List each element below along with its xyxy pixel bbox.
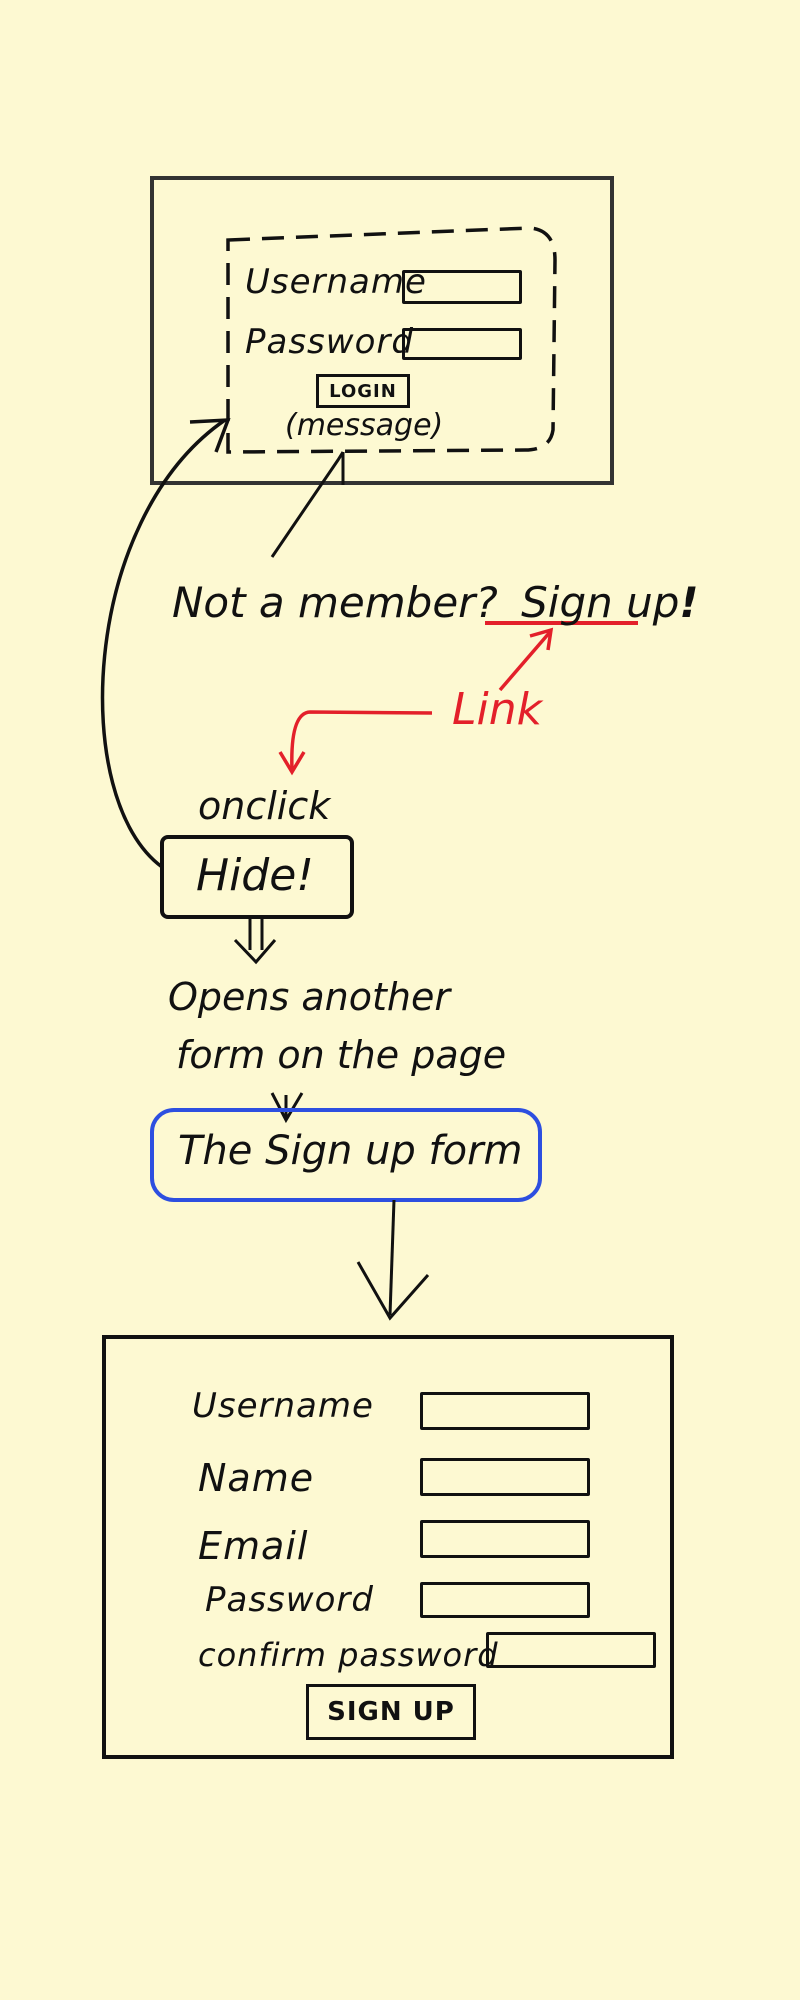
- signup-button[interactable]: SIGN UP: [306, 1684, 476, 1740]
- login-message: (message): [285, 408, 444, 443]
- opens-line-2: form on the page: [176, 1033, 507, 1077]
- login-username-label: Username: [245, 262, 427, 302]
- signup-form-highlight: [150, 1108, 542, 1202]
- signup-frame: [102, 1335, 674, 1759]
- signup-link[interactable]: Sign up: [521, 578, 680, 627]
- signup-confirm-field[interactable]: [486, 1632, 656, 1668]
- signup-confirm-label: confirm password: [198, 1636, 499, 1674]
- signup-password-field[interactable]: [420, 1582, 590, 1618]
- prompt-exclaim: !: [679, 578, 699, 627]
- down-arrow: [388, 1199, 396, 1316]
- link-annotation: Link: [452, 684, 543, 735]
- login-frame: [150, 176, 614, 485]
- link-arrow: [498, 630, 552, 692]
- signup-name-label: Name: [198, 1456, 315, 1500]
- onclick-arrow: [290, 710, 433, 771]
- login-password-field[interactable]: [402, 328, 522, 360]
- prompt-text: Not a member?: [172, 578, 498, 627]
- signup-username-field[interactable]: [420, 1392, 590, 1430]
- hide-label: Hide!: [196, 850, 314, 901]
- opens-line-1: Opens another: [168, 975, 450, 1019]
- signup-form-caption: The Sign up form: [178, 1128, 523, 1174]
- hide-box: [160, 835, 354, 919]
- login-button[interactable]: LOGIN: [316, 374, 410, 408]
- signup-password-label: Password: [205, 1580, 374, 1620]
- signup-username-label: Username: [192, 1386, 374, 1426]
- onclick-annotation: onclick: [198, 784, 331, 828]
- login-password-label: Password: [245, 322, 414, 362]
- signup-email-field[interactable]: [420, 1520, 590, 1558]
- signup-prompt: Not a member? Sign up!: [172, 578, 699, 627]
- message-pointer: [270, 451, 345, 558]
- signup-email-label: Email: [198, 1524, 309, 1568]
- back-arrow: [100, 418, 226, 869]
- login-username-field[interactable]: [402, 270, 522, 304]
- signup-name-field[interactable]: [420, 1458, 590, 1496]
- login-dashed-panel: [226, 226, 557, 454]
